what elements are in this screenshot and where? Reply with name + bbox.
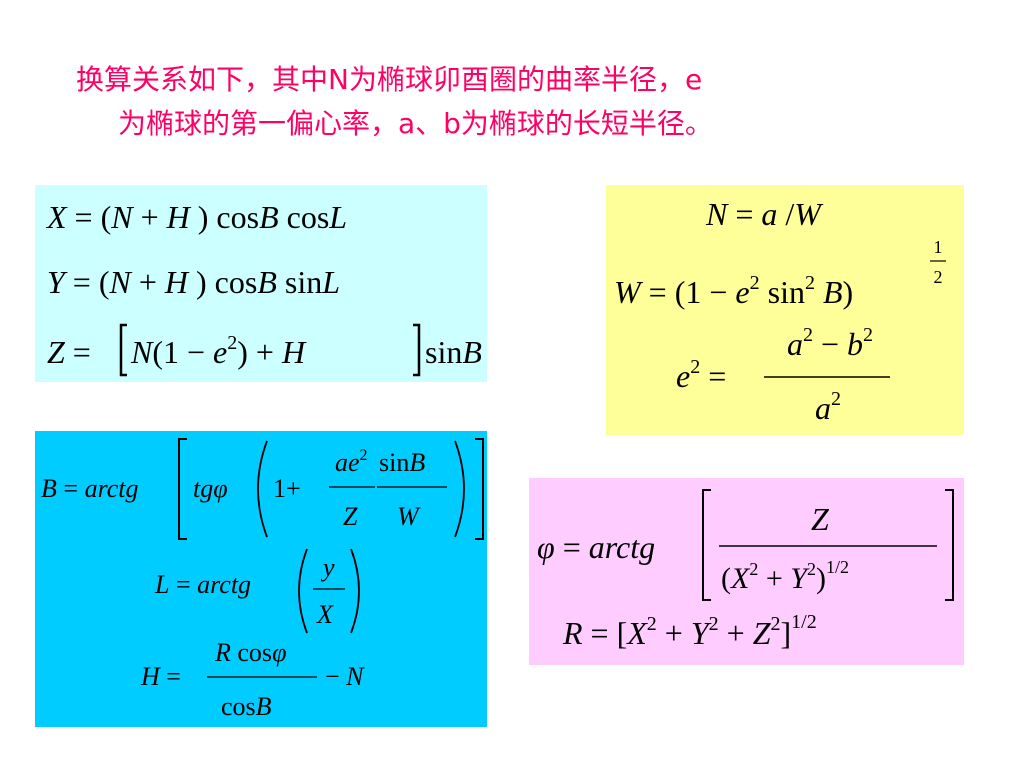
xyz-formula-box: X = (N + H ) cosB cosL Y = (N + H ) cosB… bbox=[35, 185, 487, 382]
formula-phi-lhs: φ = arctg bbox=[537, 529, 655, 565]
formula-b-lhs: B = arctg bbox=[41, 474, 138, 503]
formula-r: R = [X2 + Y2 + Z2]1/2 bbox=[562, 611, 817, 651]
formula-phi-den: (X2 + Y2)1/2 bbox=[721, 557, 849, 595]
blh-formula-box: B = arctg tgφ 1+ ae2 Z sinB W L = arctg … bbox=[35, 431, 487, 727]
formula-h-lhs: H = bbox=[140, 662, 181, 691]
exp-num: 1 bbox=[934, 237, 943, 257]
formula-h-num: R cosφ bbox=[214, 638, 286, 667]
formula-b-den2: W bbox=[397, 502, 421, 531]
formula-e-num: a2 − b2 bbox=[787, 324, 873, 362]
formula-n: N = a /W bbox=[705, 196, 824, 232]
formula-z-body: N(1 − e2) + H bbox=[130, 332, 307, 370]
phi-left-bracket bbox=[702, 489, 711, 601]
formula-e-lhs: e2 = bbox=[676, 356, 726, 394]
formula-b-num1: ae2 bbox=[335, 447, 368, 477]
formula-x: X = (N + H ) cosB cosL bbox=[45, 199, 347, 235]
b-left-paren bbox=[257, 440, 268, 538]
formula-b-den1: Z bbox=[343, 502, 358, 531]
right-bracket bbox=[413, 323, 421, 377]
formula-b-one: 1+ bbox=[273, 474, 301, 503]
title-line-2: 为椭球的第一偏心率，a、b为椭球的长短半径。 bbox=[118, 107, 713, 140]
b-left-bracket bbox=[178, 438, 187, 540]
phir-formula-box: φ = arctg Z (X2 + Y2)1/2 R = [X2 + Y2 + … bbox=[529, 478, 964, 665]
blh-formulas: B = arctg tgφ 1+ ae2 Z sinB W L = arctg … bbox=[41, 438, 484, 721]
l-right-paren bbox=[350, 548, 360, 634]
formula-z: Z = bbox=[47, 334, 91, 370]
formula-y: Y = (N + H ) cosB sinL bbox=[47, 264, 340, 300]
formula-b-tg: tgφ bbox=[193, 474, 228, 503]
formula-h-den: cosB bbox=[221, 692, 272, 721]
left-bracket bbox=[119, 323, 127, 377]
formula-l-num: y bbox=[320, 553, 335, 582]
formula-e-den: a2 bbox=[815, 388, 841, 426]
formula-b-num2: sinB bbox=[379, 448, 425, 477]
nwe-formula-box: N = a /W W = (1 − e2 sin2 B) 1 2 e2 = a2… bbox=[606, 185, 964, 435]
b-right-paren bbox=[454, 440, 465, 538]
formula-l-lhs: L = arctg bbox=[154, 570, 251, 599]
l-left-paren bbox=[298, 548, 308, 634]
nwe-formulas: N = a /W W = (1 − e2 sin2 B) 1 2 e2 = a2… bbox=[614, 196, 946, 426]
formula-phi-num: Z bbox=[811, 501, 830, 537]
b-right-bracket bbox=[475, 438, 484, 540]
exp-den: 2 bbox=[934, 267, 943, 287]
formula-h-tail: − N bbox=[325, 662, 365, 691]
formula-l-den: X bbox=[316, 600, 334, 629]
formula-w: W = (1 − e2 sin2 B) bbox=[614, 272, 853, 310]
slide-title: 换算关系如下，其中N为椭球卯酉圈的曲率半径，e 为椭球的第一偏心率，a、b为椭球… bbox=[76, 58, 976, 146]
phir-formulas: φ = arctg Z (X2 + Y2)1/2 R = [X2 + Y2 + … bbox=[537, 489, 954, 651]
phi-right-bracket bbox=[945, 489, 954, 601]
formula-z-tail: sinB bbox=[425, 334, 482, 370]
xyz-formulas: X = (N + H ) cosB cosL Y = (N + H ) cosB… bbox=[45, 199, 482, 377]
title-line-1: 换算关系如下，其中N为椭球卯酉圈的曲率半径，e bbox=[76, 63, 703, 96]
